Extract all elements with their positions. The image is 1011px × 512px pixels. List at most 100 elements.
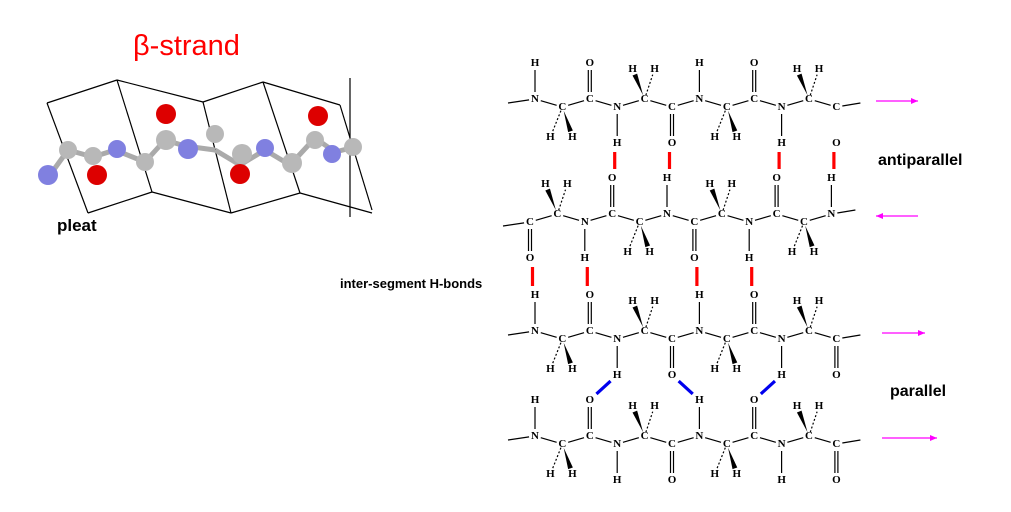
backbone-bond (622, 100, 640, 106)
pleat-plane-edge (87, 191, 153, 214)
hydrogen-atom: H (546, 468, 555, 480)
backbone-bond (650, 100, 667, 106)
hydrogen-atom: H (777, 137, 786, 149)
carbon-atom: C (805, 93, 813, 105)
pleat-plane-edge (116, 79, 204, 103)
hydrogen-atom: H (613, 474, 622, 486)
arrow-head-icon (876, 213, 883, 219)
backbone-bond (540, 332, 557, 338)
nitrogen-atom (256, 139, 274, 157)
carbon-atom: C (586, 325, 594, 337)
backbone-bond (540, 437, 557, 443)
backbone-bond (650, 437, 667, 443)
backbone-bond (727, 215, 744, 221)
carbon-atom: C (832, 333, 840, 345)
wedge-bond (805, 225, 815, 248)
backbone-bond (622, 437, 640, 443)
oxygen-atom: O (832, 137, 841, 149)
backbone-bond (787, 100, 804, 106)
arrow-head-icon (930, 435, 937, 441)
backbone-bond (590, 215, 607, 221)
nitrogen-atom: N (695, 93, 703, 105)
nitrogen-atom: N (745, 216, 753, 228)
backbone-bond (704, 100, 722, 106)
hashed-bond (716, 342, 726, 364)
oxygen-atom (156, 104, 176, 124)
carbon-atom: C (723, 438, 731, 450)
wedge-bond (728, 110, 738, 133)
backbone-bond (809, 215, 826, 221)
hydrogen-atom: H (663, 172, 672, 184)
wedge-bond (563, 447, 573, 470)
nitrogen-atom: N (531, 93, 539, 105)
oxygen-atom: O (750, 289, 759, 301)
nitrogen-atom: N (827, 208, 835, 220)
hydrogen-atom: H (531, 289, 540, 301)
carbon-atom (156, 130, 176, 150)
wedge-bond (632, 305, 644, 328)
hydrogen-atom: H (695, 289, 704, 301)
wedge-bond (545, 188, 556, 211)
inter-segment-hbonds-label: inter-segment H-bonds (340, 276, 483, 291)
wedge-bond (632, 410, 644, 433)
oxygen-atom (230, 164, 250, 184)
hydrogen-atom: H (531, 394, 540, 406)
nitrogen-atom: N (695, 325, 703, 337)
backbone-bond (754, 215, 772, 221)
antiparallel-label: antiparallel (878, 152, 963, 169)
hydrogen-atom: H (815, 400, 824, 412)
pleat-plane-edge (116, 79, 153, 193)
backbone-end-bond (842, 439, 861, 444)
hydrogen-atom: H (777, 369, 786, 381)
hydrogen-atom: H (793, 295, 802, 307)
oxygen-atom: O (608, 172, 617, 184)
strand-direction-arrow-right (882, 435, 937, 441)
hydrogen-atom: H (541, 178, 550, 190)
hydrogen-atom: H (623, 246, 632, 258)
hashed-bond (552, 342, 562, 364)
nitrogen-atom: N (778, 333, 786, 345)
pleat-plane-edge (202, 81, 264, 103)
hydrogen-atom: H (695, 394, 704, 406)
hydrogen-atom: H (733, 468, 742, 480)
hydrogen-atom: H (733, 131, 742, 143)
hydrogen-atom: H (728, 178, 737, 190)
pleat-plane-edge (151, 191, 232, 214)
hydrogen-bond-parallel (595, 379, 612, 396)
hydrogen-atom: H (531, 57, 540, 69)
hydrogen-bond-parallel (759, 379, 777, 396)
nitrogen-atom: N (778, 101, 786, 113)
hydrogen-atom: H (628, 295, 637, 307)
backbone-bond (814, 332, 831, 338)
pleat-plane-edge (46, 79, 118, 104)
backbone-bond (782, 215, 799, 221)
nitrogen-atom: N (663, 208, 671, 220)
backbone-bond (814, 437, 831, 443)
carbon-atom: C (805, 430, 813, 442)
backbone-bond (672, 215, 689, 221)
carbon-atom: C (558, 438, 566, 450)
carbon-atom: C (558, 333, 566, 345)
nitrogen-atom (108, 140, 126, 158)
hydrogen-atom: H (546, 363, 555, 375)
pleat-label: pleat (57, 216, 97, 235)
hashed-bond (552, 110, 562, 132)
hydrogen-atom: H (613, 369, 622, 381)
backbone-bond (622, 332, 640, 338)
carbon-atom: C (773, 208, 781, 220)
carbon-atom: C (586, 430, 594, 442)
backbone-bond (567, 332, 585, 338)
backbone-end-bond (837, 209, 856, 214)
hydrogen-atom: H (645, 246, 654, 258)
carbon-atom: C (636, 216, 644, 228)
backbone-bond (540, 100, 557, 106)
backbone-end-bond (842, 102, 861, 107)
wedge-bond (728, 342, 738, 365)
carbon-atom: C (750, 430, 758, 442)
strand-direction-arrow-left (876, 213, 918, 219)
carbon-atom: C (526, 216, 534, 228)
oxygen-atom: O (750, 394, 759, 406)
nitrogen-atom (323, 145, 341, 163)
wedge-bond (709, 188, 721, 211)
